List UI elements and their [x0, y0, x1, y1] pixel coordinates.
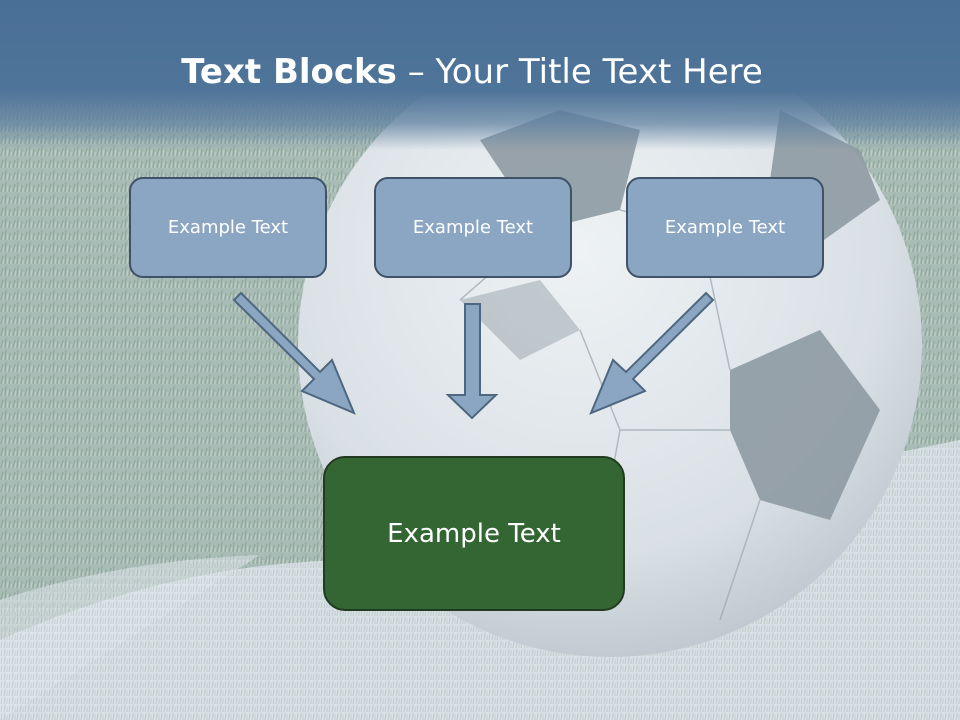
- text-block-3[interactable]: Example Text: [626, 177, 824, 278]
- title-bar: [0, 0, 960, 150]
- title-bold-part: Text Blocks: [181, 52, 397, 92]
- text-block-3-label: Example Text: [664, 217, 786, 238]
- text-block-2-label: Example Text: [412, 217, 534, 238]
- slide-title: Text Blocks – Your Title Text Here: [0, 52, 944, 92]
- arrow-down-icon: [445, 303, 499, 420]
- arrow-left-diagonal-icon: [232, 291, 356, 415]
- title-regular-part: – Your Title Text Here: [396, 52, 763, 92]
- result-text-block[interactable]: Example Text: [323, 456, 625, 611]
- text-block-1-label: Example Text: [167, 217, 289, 238]
- result-text-block-label: Example Text: [387, 518, 561, 549]
- text-block-2[interactable]: Example Text: [374, 177, 572, 278]
- text-block-1[interactable]: Example Text: [129, 177, 327, 278]
- arrow-right-diagonal-icon: [589, 291, 715, 415]
